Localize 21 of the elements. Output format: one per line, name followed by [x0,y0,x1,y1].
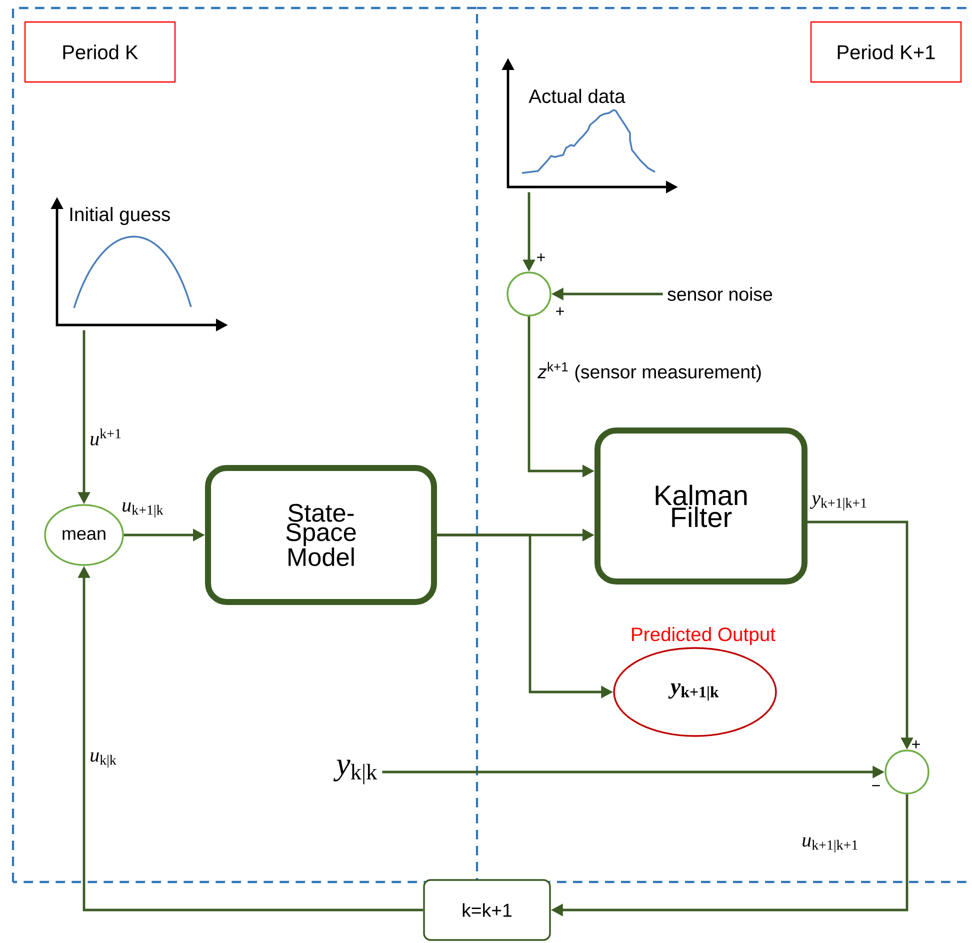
sum-junction [884,750,930,794]
period-box: Period K [24,21,176,83]
chart-title: Actual data [528,88,626,104]
edge-label: y$_{k+1|k+1}$ [810,494,870,512]
sum-junction [506,272,552,316]
edge-label: u$_{k+1|k+1}$ [800,836,860,854]
input-label: sensor noise [668,287,772,301]
period-box: Period K+1 [810,21,962,83]
sign-label: + [556,307,564,316]
output-heading: Predicted Output [632,626,776,645]
process-block: Kalman Filter [594,428,808,584]
process-block: State-Space Model [205,465,437,605]
edge-label: u$^{k+1}$ [88,427,124,447]
sign-label: + [912,740,920,748]
signal-label: y$_{k|k}$ [333,760,378,784]
edge-label: z$^{k+1}$ (sensor measurement) [536,360,764,384]
sign-label: + [537,253,545,262]
counter-box: k=k+1 [423,879,551,941]
chart-title: Initial guess [70,207,170,226]
edge-label: u$_{k|k}$ [88,751,118,769]
sign-label: − [872,785,880,786]
